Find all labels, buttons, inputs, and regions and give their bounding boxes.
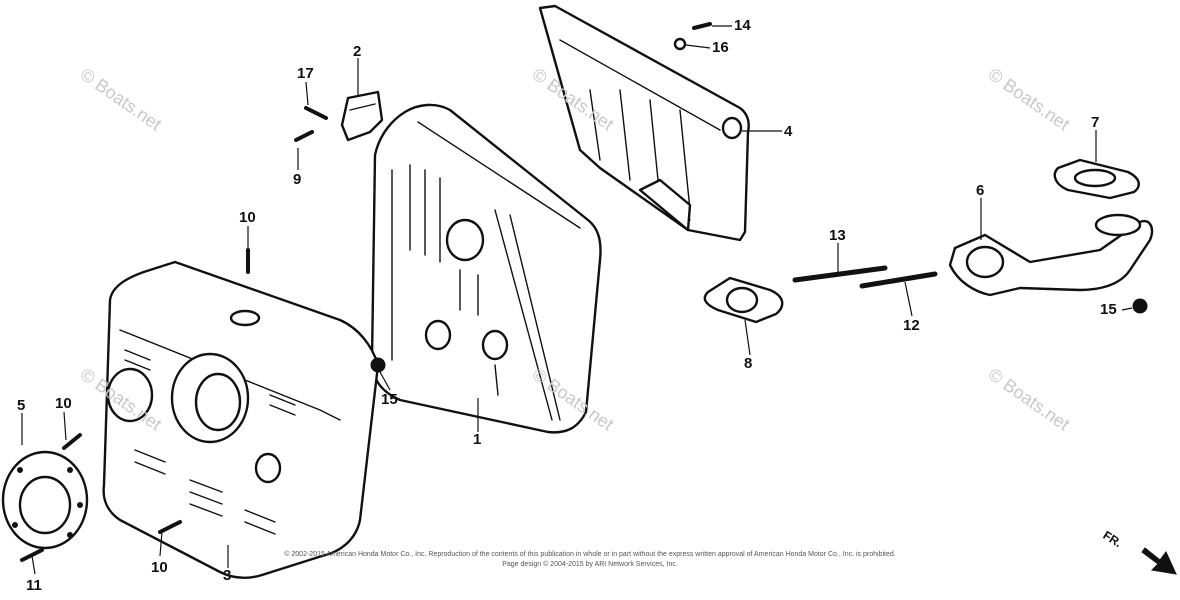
bolt-9 <box>294 130 314 142</box>
callout-14: 14 <box>734 17 751 34</box>
nut-15-right <box>1132 298 1148 314</box>
callout-12: 12 <box>903 317 920 334</box>
callout-16: 16 <box>712 39 729 56</box>
exhaust-gasket-part <box>703 276 784 324</box>
spark-arrester-cap-part <box>1 450 89 550</box>
bolt-11 <box>20 548 44 562</box>
copyright-notice: © 2002-2015 American Honda Motor Co., In… <box>284 551 896 558</box>
muffler-body-part <box>370 103 602 434</box>
callout-11: 11 <box>26 577 42 594</box>
callout-7: 7 <box>1091 114 1100 131</box>
callout-2: 2 <box>353 43 362 60</box>
callout-10-left: 10 <box>55 395 72 412</box>
bolt-10-left <box>62 433 82 450</box>
stud-bolt-part-12 <box>859 271 938 289</box>
front-direction-arrow <box>1141 547 1177 575</box>
callout-5: 5 <box>17 397 26 414</box>
stud-bolt-part-13 <box>792 265 888 283</box>
callout-10-lower: 10 <box>151 559 168 576</box>
muffler-protector-part <box>102 260 380 580</box>
heat-shield-part <box>538 4 750 242</box>
exhaust-pipe-part <box>948 213 1154 297</box>
bracket-part <box>340 90 384 142</box>
nut-15-left <box>370 357 386 373</box>
callout-10-upper: 10 <box>239 209 256 226</box>
callout-6: 6 <box>976 182 985 199</box>
page-design-notice: Page design © 2004-2015 by ARI Network S… <box>502 561 678 568</box>
bolt-10-lower <box>158 520 182 534</box>
callout-17: 17 <box>297 65 314 82</box>
gasket-part <box>1053 158 1140 200</box>
callout-15-right: 15 <box>1100 301 1117 318</box>
callout-4: 4 <box>784 123 793 140</box>
callout-15-left: 15 <box>381 391 398 408</box>
callout-1: 1 <box>473 431 482 448</box>
leader-lines <box>21 25 1133 575</box>
callout-3: 3 <box>223 567 232 584</box>
callout-13: 13 <box>829 227 846 244</box>
callout-9: 9 <box>293 171 302 188</box>
bolt-17 <box>304 106 328 120</box>
bolt-14 <box>692 22 712 30</box>
callout-8: 8 <box>744 355 753 372</box>
nut-16 <box>673 37 687 51</box>
